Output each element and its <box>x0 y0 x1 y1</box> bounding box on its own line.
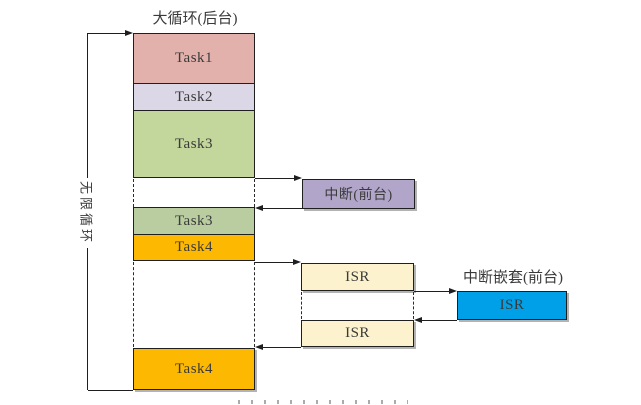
task2-box: Task2 <box>133 83 255 111</box>
nested-isr-box: ISR <box>457 291 567 320</box>
loop-top-arrow-line <box>88 33 125 34</box>
infinite-loop-label: 无限循环 <box>76 177 98 249</box>
task4-box: Task4 <box>133 234 255 261</box>
loop-bottom-line <box>88 390 133 391</box>
isr-box-1: ISR <box>301 263 414 291</box>
arrow-interrupt-return-line <box>263 208 302 209</box>
isr-box-2: ISR <box>301 320 414 347</box>
suspend-gap2-left-dash <box>133 262 134 347</box>
diagram-title: 大循环(后台) <box>152 11 238 27</box>
interrupt-foreground-box: 中断(前台) <box>302 179 415 209</box>
suspend-gap1-left-dash <box>133 179 134 207</box>
task1-box: Task1 <box>133 33 255 84</box>
arrow-isr-to-nested-line <box>414 291 449 292</box>
arrow-nested-return-head-icon <box>414 316 422 323</box>
isr-gap-left-dash <box>301 292 302 319</box>
arrow-isr-return-to-task4-line <box>263 347 301 348</box>
caption-clipped-fragment <box>238 400 408 404</box>
nested-interrupt-label: 中断嵌套(前台) <box>463 270 563 286</box>
suspend-gap1-right-dash <box>254 179 255 207</box>
task4-resumed-box: Task4 <box>133 348 255 390</box>
arrow-task3-to-interrupt-line <box>255 178 294 179</box>
arrow-interrupt-return-head-icon <box>255 204 263 211</box>
arrow-isr-return-to-task4-head-icon <box>255 343 263 350</box>
loop-top-arrowhead-icon <box>125 29 133 36</box>
suspend-gap2-right-dash <box>254 262 255 347</box>
isr-gap-right-dash <box>413 292 414 319</box>
arrow-task3-to-interrupt-head-icon <box>294 174 302 181</box>
task3-resumed-box: Task3 <box>133 207 255 235</box>
arrow-task4-to-isr-line <box>255 262 293 263</box>
task3-box: Task3 <box>133 110 255 178</box>
arrow-nested-return-line <box>422 320 457 321</box>
arrow-task4-to-isr-head-icon <box>293 258 301 265</box>
arrow-isr-to-nested-head-icon <box>449 287 457 294</box>
